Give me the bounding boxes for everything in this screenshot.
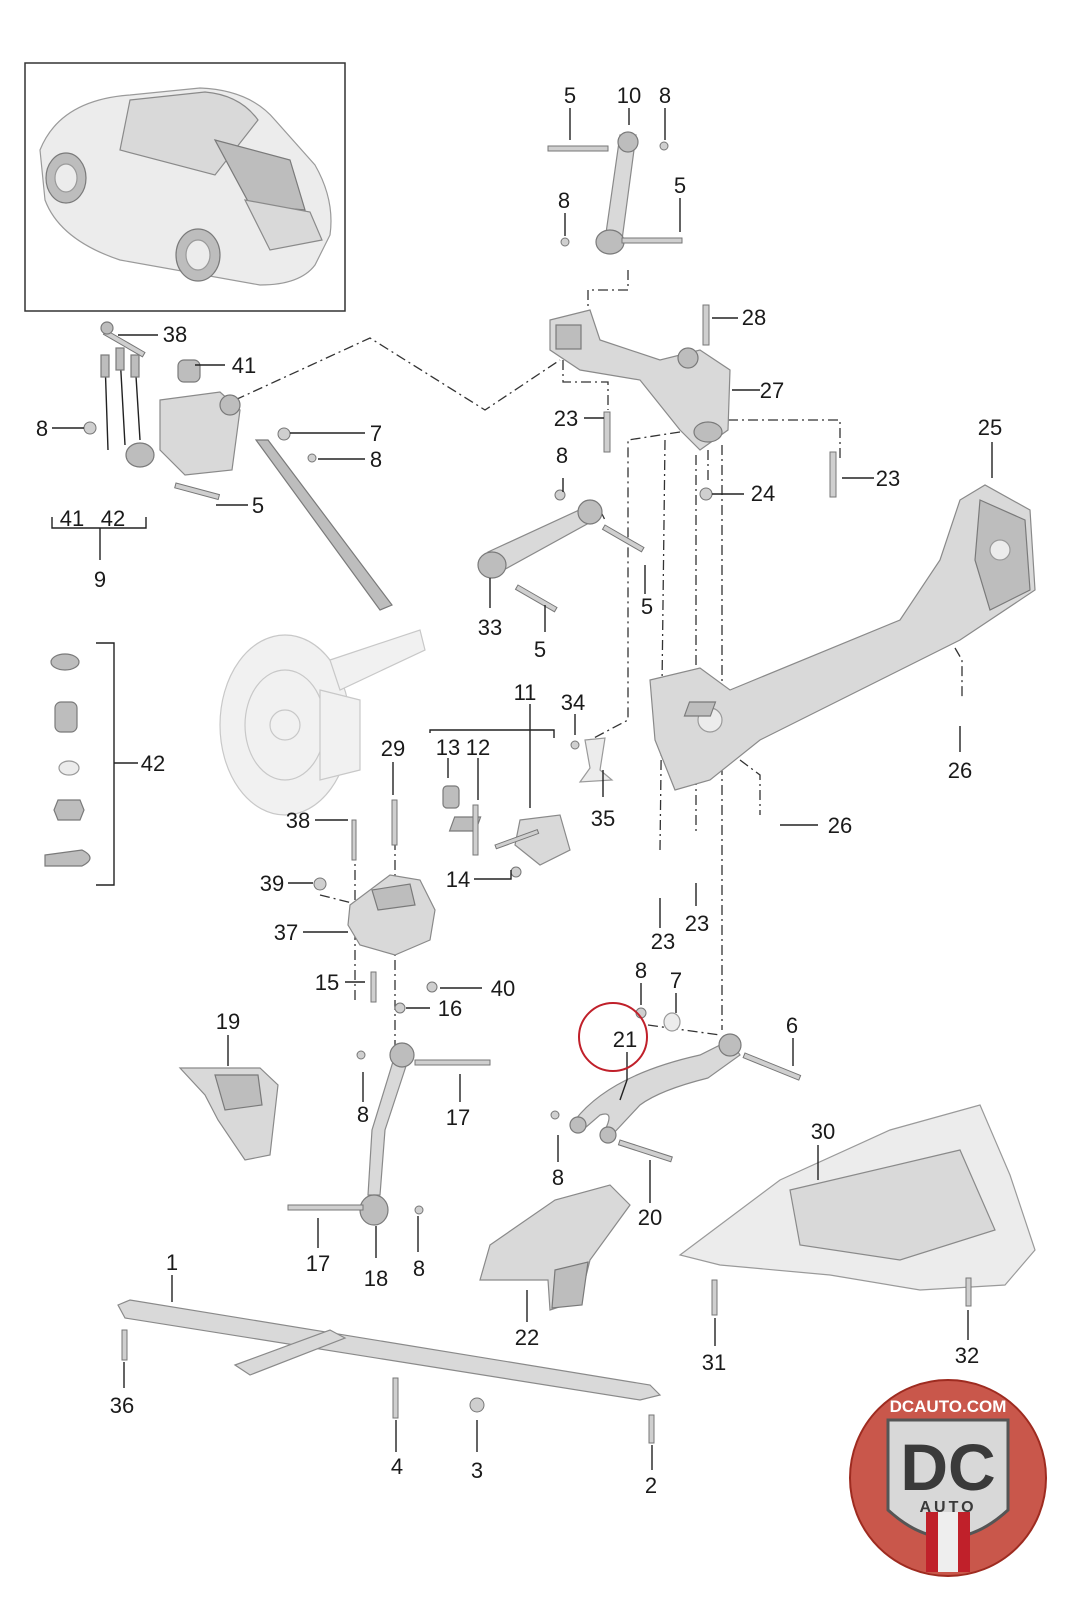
callout-23: 23 [651,929,675,954]
callout-5: 5 [674,173,686,198]
toe-link-18 [287,1042,491,1226]
callout-5: 5 [534,637,546,662]
callout-3: 3 [471,1458,483,1483]
upper-control-arm-10 [547,131,683,255]
callout-5: 5 [564,83,576,108]
callout-37: 37 [274,920,298,945]
callout-7: 7 [370,421,382,446]
callout-26: 26 [828,813,852,838]
callout-8: 8 [659,83,671,108]
callout-23: 23 [876,466,900,491]
callout-9: 9 [94,567,106,592]
crossmember-25 [448,484,1036,832]
ride-height-sensor-11 [442,785,571,878]
callout-39: 39 [260,871,284,896]
watermark-auto: AUTO [919,1499,976,1516]
callout-19: 19 [216,1009,240,1034]
callout-18: 18 [364,1266,388,1291]
callout-14: 14 [446,867,470,892]
callout-36: 36 [110,1393,134,1418]
callout-8: 8 [552,1165,564,1190]
ball-joint-kit-42 [44,653,91,867]
callout-27: 27 [760,378,784,403]
callout-24: 24 [751,481,775,506]
callout-6: 6 [786,1013,798,1038]
control-arm-33 [477,489,645,613]
callout-8: 8 [370,447,382,472]
callout-1: 1 [166,1250,178,1275]
callout-34: 34 [561,690,585,715]
callout-25: 25 [978,415,1002,440]
leader-lines [51,108,993,1470]
callout-2: 2 [645,1473,657,1498]
callout-8: 8 [36,416,48,441]
dcauto-watermark-logo [849,1379,1047,1577]
callout-12: 12 [466,735,490,760]
callout-labels: 5 10 8 8 5 38 41 28 27 8 7 8 23 25 23 8 … [36,83,1002,1498]
callout-8: 8 [556,443,568,468]
wishbone-21 [550,1007,802,1163]
callout-23: 23 [685,911,709,936]
callout-33: 33 [478,615,502,640]
callout-8: 8 [635,958,647,983]
callout-29: 29 [381,736,405,761]
callout-4: 4 [391,1454,403,1479]
callout-23: 23 [554,406,578,431]
callout-38: 38 [286,808,310,833]
callout-17: 17 [306,1251,330,1276]
callout-21: 21 [613,1027,637,1052]
callout-5: 5 [641,594,653,619]
callout-5: 5 [252,493,264,518]
callout-8: 8 [357,1102,369,1127]
callout-8: 8 [413,1256,425,1281]
callout-22: 22 [515,1325,539,1350]
callout-35: 35 [591,806,615,831]
callout-40: 40 [491,976,515,1001]
callout-20: 20 [638,1205,662,1230]
callout-32: 32 [955,1343,979,1368]
callout-15: 15 [315,970,339,995]
callout-42: 42 [141,751,165,776]
callout-41: 41 [232,353,256,378]
highlight-circle [578,1002,648,1072]
callout-31: 31 [702,1350,726,1375]
callout-17: 17 [446,1105,470,1130]
wheel-hub-ghost [219,629,426,816]
callout-11: 11 [514,680,537,705]
brake-wear-sensor-group [83,321,393,611]
callout-16: 16 [438,996,462,1021]
callout-8: 8 [558,188,570,213]
strut-brace-1 [117,1299,662,1444]
callout-38: 38 [163,322,187,347]
callout-30: 30 [811,1119,835,1144]
subframe-bracket-27 [549,304,837,501]
callout-13: 13 [436,735,460,760]
cover-22 [479,1184,631,1311]
heat-shield-19 [178,1067,279,1161]
callout-26: 26 [948,758,972,783]
callout-10: 10 [617,83,641,108]
watermark-dc-letters: DC [900,1430,995,1504]
callout-28: 28 [742,305,766,330]
callout-7: 7 [670,968,682,993]
callout-41: 41 [60,506,84,531]
underbody-panel-30 [678,1104,1036,1316]
bracket-37 [313,799,438,1014]
car-overview-icon [24,62,346,312]
watermark-site: DCAUTO.COM [890,1397,1007,1416]
bracket-35 [570,737,614,783]
callout-42: 42 [101,506,125,531]
